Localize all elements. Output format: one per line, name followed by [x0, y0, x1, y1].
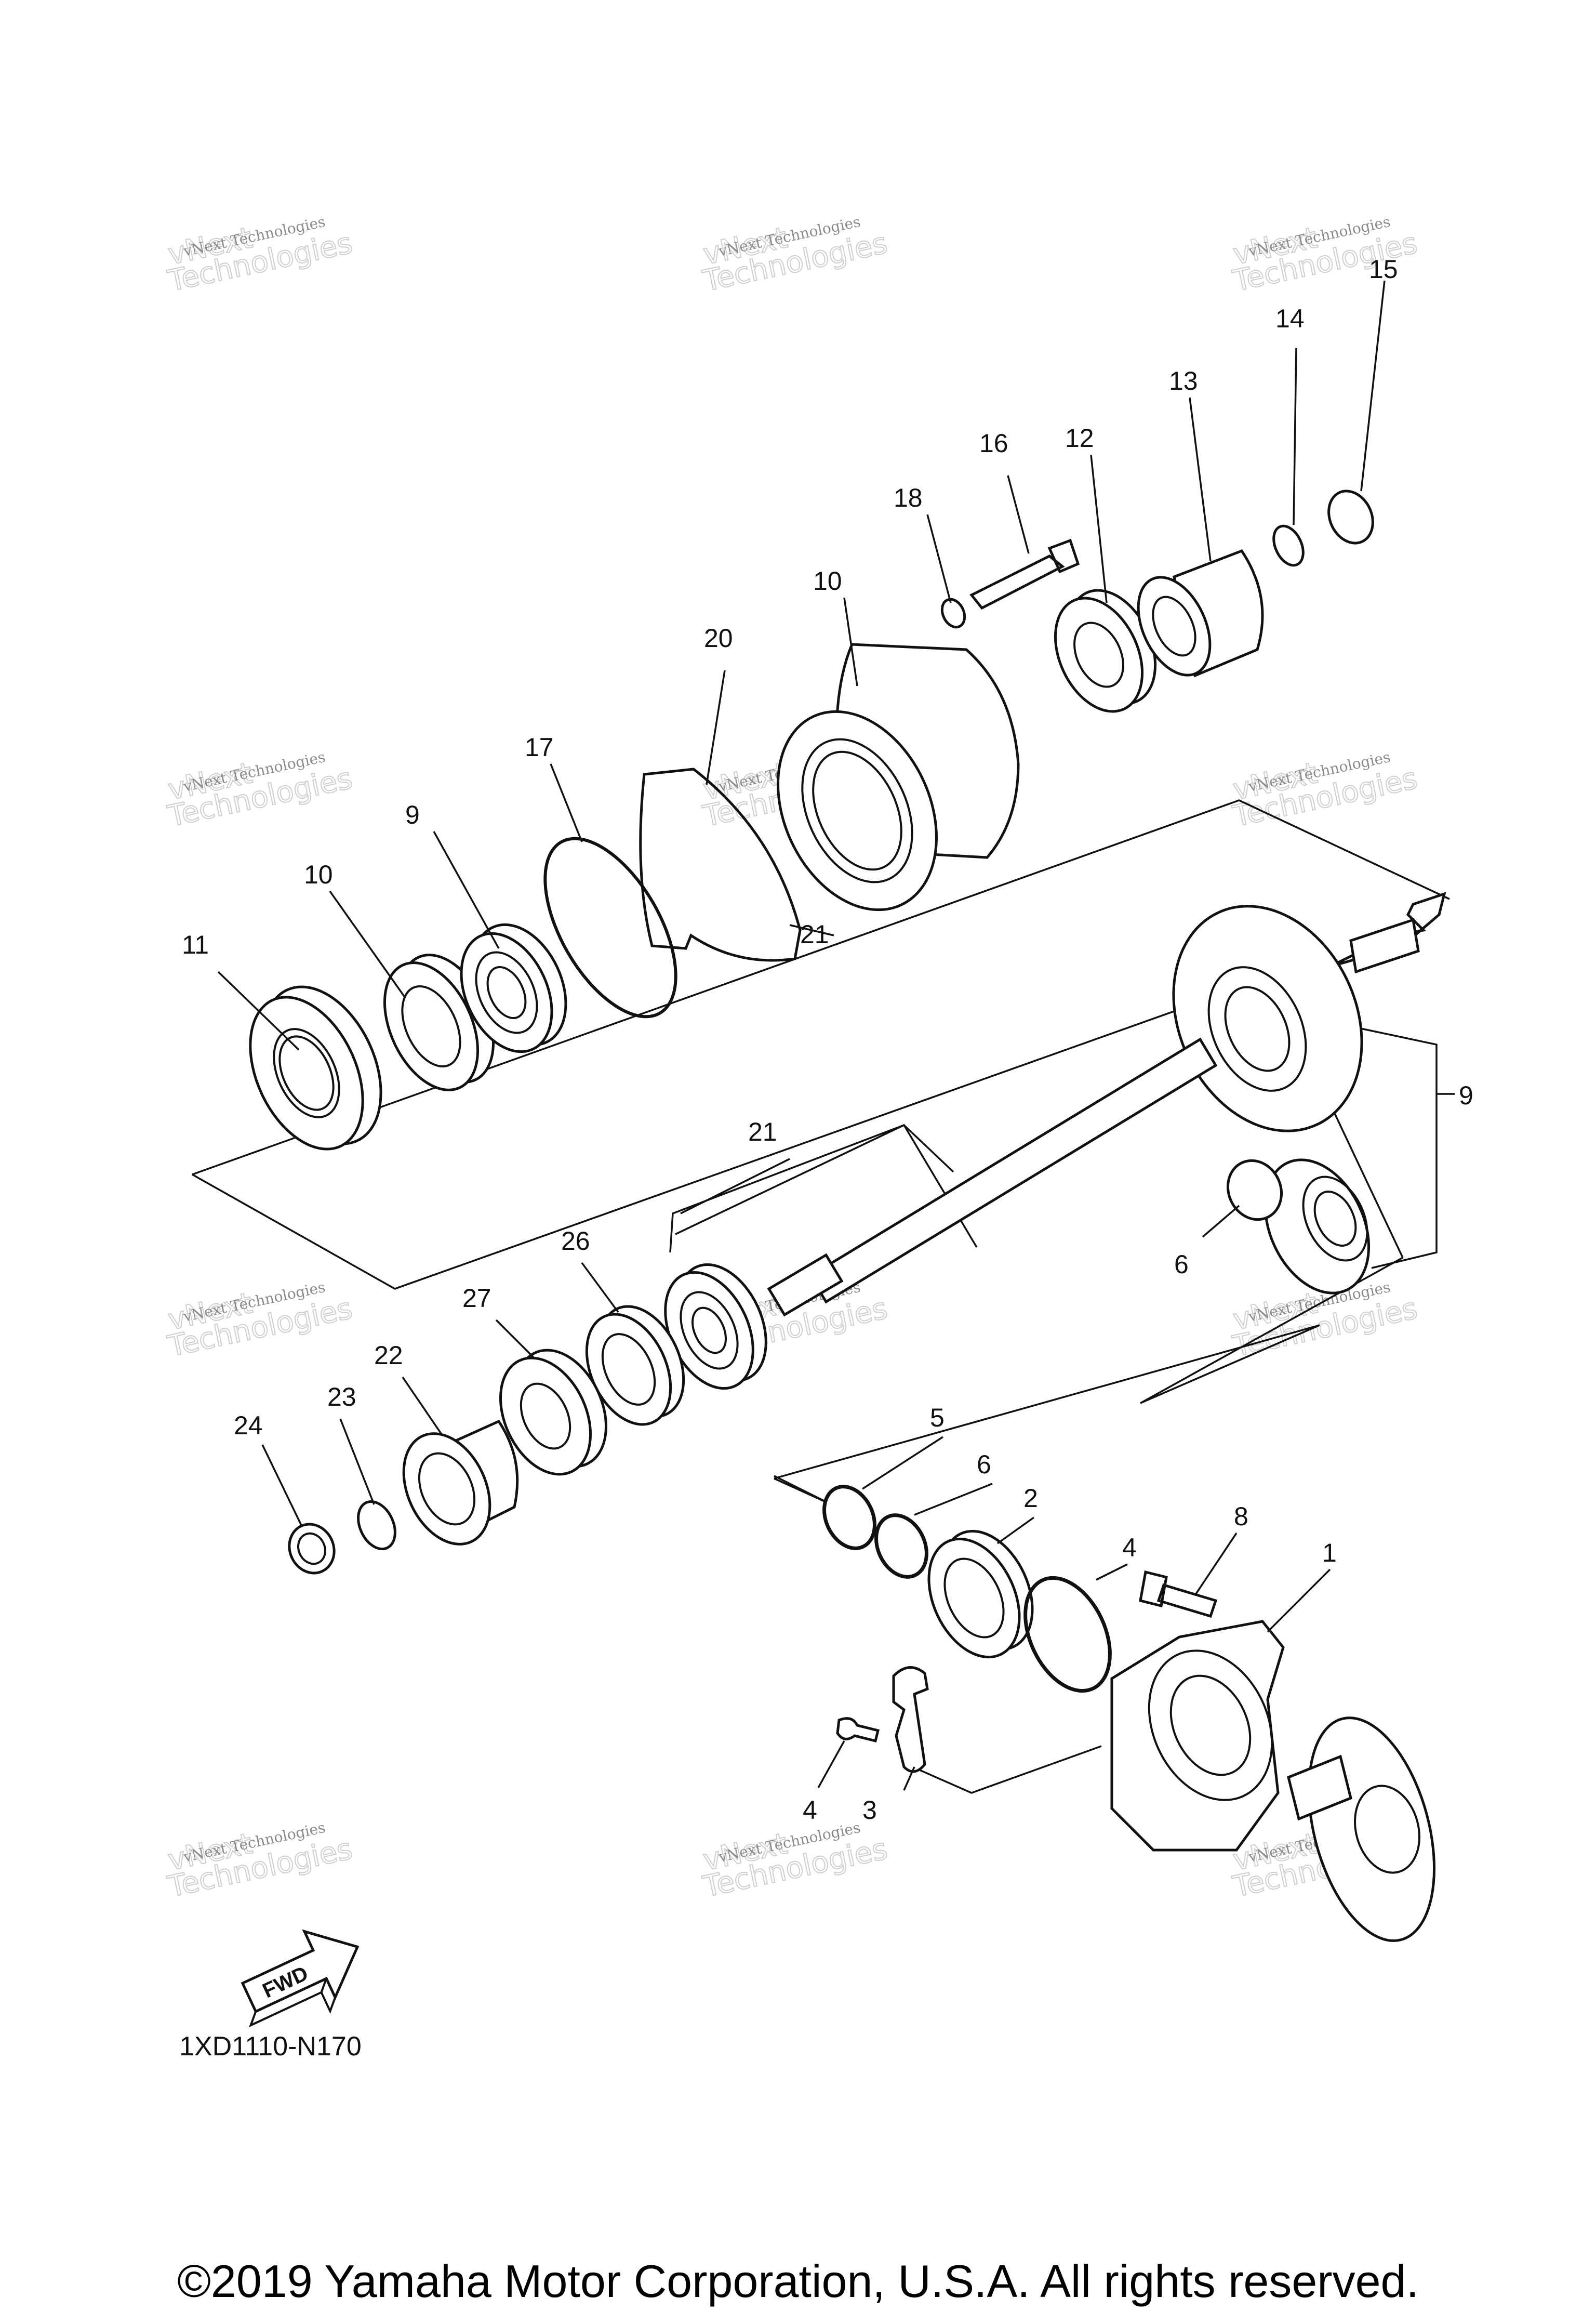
watermark: vNext Technologies vNext Technologies [699, 1819, 890, 1905]
callout-18: 17 [525, 733, 554, 762]
callout-26: 26 [561, 1226, 590, 1256]
part-23-coupling [402, 1419, 519, 1546]
parts [249, 490, 1446, 1942]
part-13-bearing [249, 985, 382, 1151]
callout-21-top: 20 [704, 624, 733, 653]
part-9-bevel-gear [1172, 892, 1446, 1132]
copyright: ©2019 Yamaha Motor Corporation, U.S.A. A… [177, 2255, 1419, 2307]
part-24-washer [357, 1500, 396, 1551]
part-25-nut [288, 1523, 336, 1575]
part-17-nut [1327, 490, 1374, 545]
part-10-housing [777, 643, 1020, 912]
part-6-shim [822, 1485, 876, 1550]
watermark: vNext Technologies vNext Technologies [164, 1278, 355, 1364]
shaft-bracket [669, 1124, 954, 1253]
callout-6-right: 6 [977, 1450, 991, 1479]
part-output-gear [1287, 1716, 1436, 1942]
part-9-pinion-gear [1264, 1158, 1371, 1295]
part-15-coupling [1137, 549, 1264, 678]
callout-2: 2 [1023, 1484, 1038, 1513]
part-6-shim [874, 1513, 928, 1579]
case-group-frame [774, 1475, 1102, 1794]
watermark: vNext Technologies vNext Technologies [164, 1819, 355, 1905]
figure-code: 1XD1110-N170 [179, 2031, 362, 2062]
watermark: vNext Technologies vNext Technologies [164, 748, 355, 834]
watermark: vNext Technologies vNext Technologies [164, 213, 355, 299]
part-3-plate [892, 1666, 929, 1773]
part-14-bearing [1054, 589, 1157, 713]
gear-pair-bracket [1350, 1025, 1455, 1269]
callout-19: 16 [979, 429, 1008, 458]
part-7-nut [1226, 1159, 1283, 1221]
part-26-bearing [664, 1263, 767, 1390]
callout-3: 3 [862, 1795, 877, 1825]
watermark: vNext Technologies vNext Technologies [699, 213, 890, 299]
part-20-washer [940, 598, 966, 629]
callout-13: 11 [182, 930, 209, 959]
callout-5: 4 [1122, 1533, 1137, 1562]
callout-11: 9 [405, 800, 420, 829]
callout-9: 9 [1459, 1081, 1473, 1110]
callout-17: 15 [1369, 255, 1398, 284]
part-8-bolt [1139, 1570, 1218, 1618]
fwd-arrow: FWD [241, 1929, 360, 2028]
callout-20: 18 [894, 483, 923, 512]
part-16-washer [1272, 524, 1305, 567]
part-18-o-ring [543, 837, 677, 1019]
part-2-bearing [927, 1529, 1034, 1659]
leader-lines [217, 280, 1386, 1791]
callout-22: 21 [748, 1117, 777, 1146]
callout-23: 22 [374, 1341, 403, 1370]
callout-10: 10 [813, 566, 842, 596]
watermark: vNext Technologies vNext Technologies [1229, 748, 1420, 834]
callout-12: 10 [304, 860, 333, 889]
callouts: 11 10 9 17 20 21 10 18 16 12 13 14 15 9 … [182, 255, 1473, 1825]
callout-14: 12 [1065, 424, 1094, 453]
callout-4: 4 [803, 1795, 817, 1825]
callout-6-left: 5 [930, 1403, 945, 1432]
callout-7: 6 [1174, 1250, 1189, 1279]
callout-16: 14 [1275, 304, 1305, 333]
part-4-screw [836, 1717, 880, 1743]
callout-8: 8 [1234, 1502, 1248, 1531]
callout-25: 24 [234, 1411, 263, 1440]
callout-27: 27 [462, 1284, 491, 1313]
part-26-collar [585, 1305, 685, 1426]
callout-1: 1 [1322, 1538, 1337, 1567]
part-21-gasket [639, 768, 802, 962]
part-5-o-ring [1023, 1576, 1112, 1693]
part-27-oil-seal [499, 1349, 608, 1476]
callout-15: 13 [1169, 366, 1198, 395]
part-19-bolt [969, 538, 1080, 610]
part-11-bearing [460, 923, 567, 1053]
part-22-shaft [767, 1037, 1218, 1317]
part-1-case [1110, 1620, 1285, 1852]
callout-21-bottom: 21 [800, 920, 829, 949]
callout-24: 23 [327, 1382, 356, 1411]
